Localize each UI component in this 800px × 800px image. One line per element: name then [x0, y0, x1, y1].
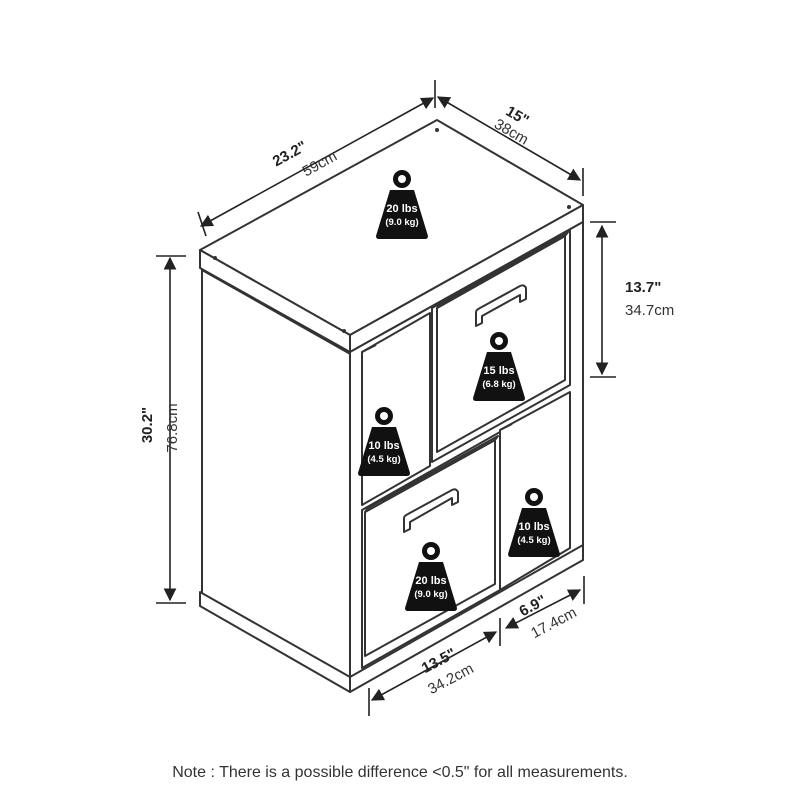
- weight-lower-left-main: 20 lbs: [415, 575, 446, 587]
- cube-height-label-in: 13.7": [625, 279, 661, 296]
- weight-lower-left-sub: (9.0 kg): [414, 589, 447, 600]
- height-label-cm: 76.8cm: [164, 403, 181, 452]
- weight-lower-right: 10 lbs (4.5 kg): [508, 488, 560, 557]
- bin-handle-upper: [475, 284, 527, 327]
- weight-top-sub: (9.0 kg): [385, 217, 418, 228]
- weight-upper-left: 10 lbs (4.5 kg): [358, 407, 410, 476]
- measurement-note: Note : There is a possible difference <0…: [172, 764, 628, 781]
- height-label-in: 30.2": [139, 407, 156, 443]
- weight-lower-left: 20 lbs (9.0 kg): [405, 542, 457, 611]
- weight-upper-right: 15 lbs (6.8 kg): [473, 332, 525, 401]
- width-dimension-line: [199, 97, 435, 227]
- weight-lower-right-main: 10 lbs: [518, 521, 549, 533]
- bin-handle-lower: [403, 488, 459, 533]
- cube-height-label-cm: 34.7cm: [625, 302, 674, 319]
- weight-upper-right-sub: (6.8 kg): [482, 379, 515, 390]
- cube-width-dimension-line: [370, 631, 498, 701]
- small-cube-label-in: 6.9": [517, 592, 550, 620]
- weight-upper-right-main: 15 lbs: [483, 365, 514, 377]
- weight-top: 20 lbs (9.0 kg): [376, 170, 428, 239]
- small-cube-dimension-line: [504, 589, 582, 629]
- weight-top-main: 20 lbs: [386, 203, 417, 215]
- weight-upper-left-sub: (4.5 kg): [367, 454, 400, 465]
- depth-dimension-line: [436, 96, 582, 181]
- weight-lower-right-sub: (4.5 kg): [517, 535, 550, 546]
- weight-upper-left-main: 10 lbs: [368, 440, 399, 452]
